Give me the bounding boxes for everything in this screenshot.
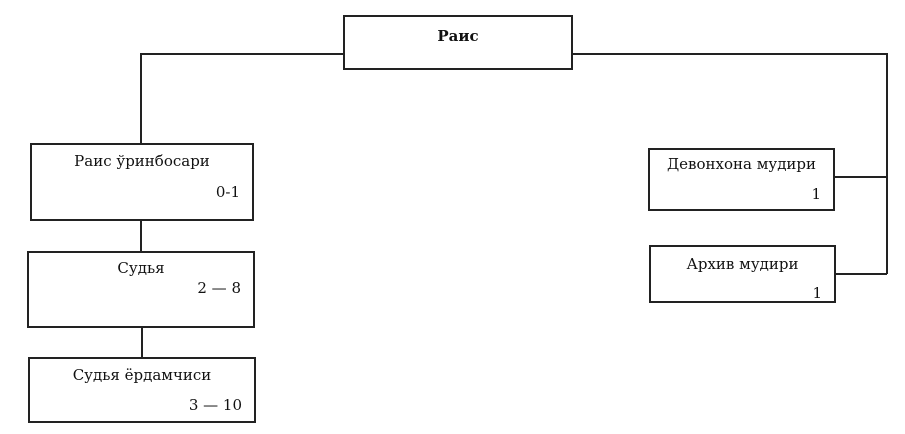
node-title: Судья <box>117 259 165 277</box>
node-rais-urinbosari: Раис ўринбосари 0-1 <box>30 143 254 221</box>
node-count: 3 — 10 <box>188 396 242 414</box>
node-title: Архив мудири <box>686 255 799 273</box>
node-count: 1 <box>811 185 821 203</box>
node-rais: Раис <box>343 15 573 70</box>
node-sudya: Судья 2 — 8 <box>27 251 255 328</box>
node-arxiv-mudiri: Архив мудири 1 <box>649 245 836 303</box>
node-devonxona-mudiri: Девонхона мудири 1 <box>648 148 835 211</box>
edge-rais-to-right <box>572 53 888 274</box>
node-count: 1 <box>812 284 822 302</box>
node-title: Раис ўринбосари <box>74 152 210 170</box>
node-count: 2 — 8 <box>197 279 241 297</box>
node-title: Судья ёрдамчиси <box>72 366 212 384</box>
node-sudya-yordamchisi: Судья ёрдамчиси 3 — 10 <box>28 357 256 423</box>
node-count: 0-1 <box>215 183 240 201</box>
node-title: Раис <box>437 27 479 45</box>
node-title: Девонхона мудири <box>666 155 817 173</box>
edge-rais-to-deputy <box>140 53 343 143</box>
